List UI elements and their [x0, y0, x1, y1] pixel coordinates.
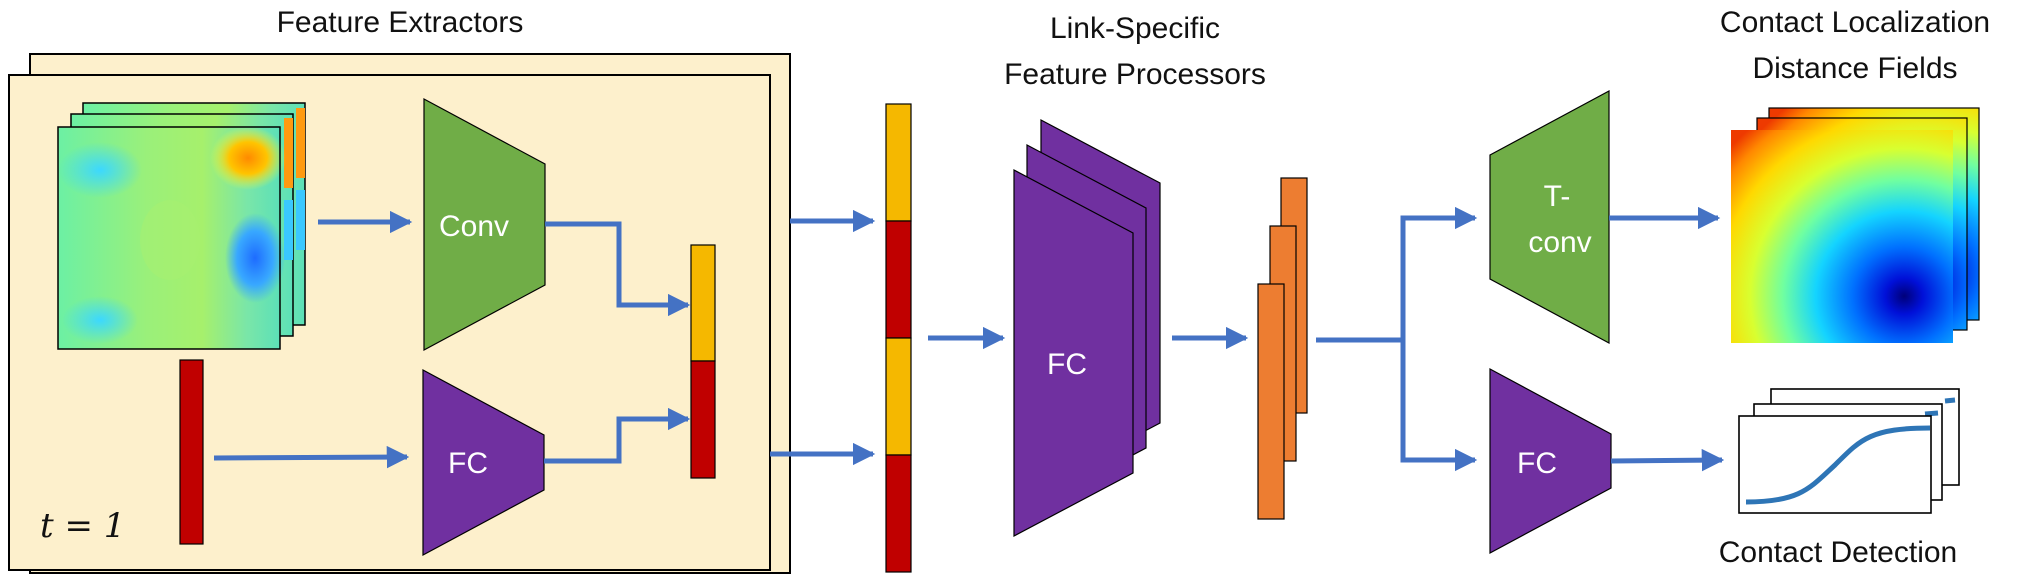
feature-vector: [885, 103, 912, 573]
label-feature-processors: Feature Processors: [1004, 58, 1266, 91]
fc-processor-stack: [1013, 119, 1161, 537]
distance-field-stack: [1731, 107, 1980, 343]
label-contact-localization: Contact Localization: [1720, 6, 1990, 39]
fc-processor-block: [1013, 169, 1134, 537]
tconv-block-label-line2: conv: [1528, 226, 1591, 259]
fc-processor-block-label: FC: [1047, 348, 1087, 381]
arrow-conv-to-concat: [545, 221, 691, 317]
conv-block-label: Conv: [439, 210, 509, 243]
conv-block: [423, 97, 546, 352]
fc-extractor-block: [422, 368, 545, 557]
fc-extractor-block-label: FC: [448, 447, 488, 480]
label-link-specific: Link-Specific: [1050, 12, 1220, 45]
arrow-fc-to-contact-detection: [1610, 448, 1725, 472]
label-distance-fields: Distance Fields: [1752, 52, 1957, 85]
label-feature-extractors: Feature Extractors: [277, 6, 524, 39]
arrow-latent-to-fc-detection: [1400, 340, 1478, 472]
fc-detection-block: [1489, 367, 1612, 555]
concat-vector-red: [690, 360, 716, 479]
latent-vector-stack: [1257, 177, 1308, 520]
fc-detection-block-label: FC: [1517, 447, 1557, 480]
label-contact-detection: Contact Detection: [1719, 536, 1957, 569]
tconv-block: [1489, 89, 1610, 345]
sigmoid-curve: [1745, 425, 1931, 505]
proprioception-vector: [179, 359, 204, 545]
latent-vector: [1257, 283, 1285, 520]
distance-field-map: [1731, 130, 1953, 343]
time-step-label: t = 1: [40, 506, 125, 546]
tactile-map-front: [57, 126, 286, 350]
concat-vector-yellow: [690, 244, 716, 362]
tconv-block-label-line1: T-: [1544, 180, 1571, 213]
arrow-fc-to-concat: [544, 407, 691, 464]
tactile-map-stack: [57, 102, 306, 350]
arrow-latent-to-tconv: [1316, 206, 1478, 343]
contact-detection-stack: [1738, 388, 1960, 514]
arrow-vector-to-fc: [213, 445, 410, 469]
